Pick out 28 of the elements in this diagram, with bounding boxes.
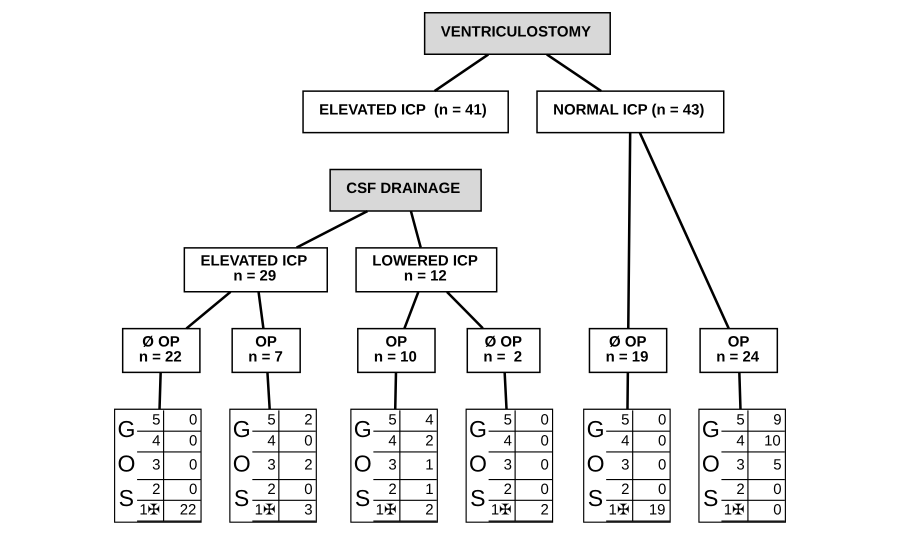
node-box: Ø OP n = 2 xyxy=(466,328,540,374)
connector xyxy=(446,291,484,330)
node-box: ELEVATED ICP (n = 41) xyxy=(302,90,508,134)
node-box: OP n = 24 xyxy=(698,328,778,374)
connector xyxy=(626,132,631,329)
node-box: Ø OP n = 22 xyxy=(121,328,200,374)
connector xyxy=(738,372,742,410)
node-box: LOWERED ICP n = 12 xyxy=(354,247,497,292)
node-box: Ø OP n = 19 xyxy=(588,328,667,374)
connector xyxy=(502,372,508,410)
node-box: OP n = 7 xyxy=(230,328,300,374)
connector xyxy=(638,132,730,330)
connector xyxy=(433,53,489,92)
connector xyxy=(626,372,629,410)
node-box: VENTRICULOSTOMY xyxy=(423,12,610,56)
connector xyxy=(295,210,368,249)
connector xyxy=(158,372,162,410)
node-box: NORMAL ICP (n = 43) xyxy=(536,90,724,134)
node-box: CSF DRAINAGE xyxy=(328,168,482,212)
connector xyxy=(402,292,420,329)
node-box: OP n = 10 xyxy=(356,328,436,374)
connector xyxy=(266,372,270,410)
node-box: ELEVATED ICP n = 29 xyxy=(183,247,328,292)
connector xyxy=(409,210,422,248)
connector xyxy=(256,292,264,328)
connector xyxy=(393,372,397,410)
connector xyxy=(185,290,231,330)
connector xyxy=(546,53,602,92)
